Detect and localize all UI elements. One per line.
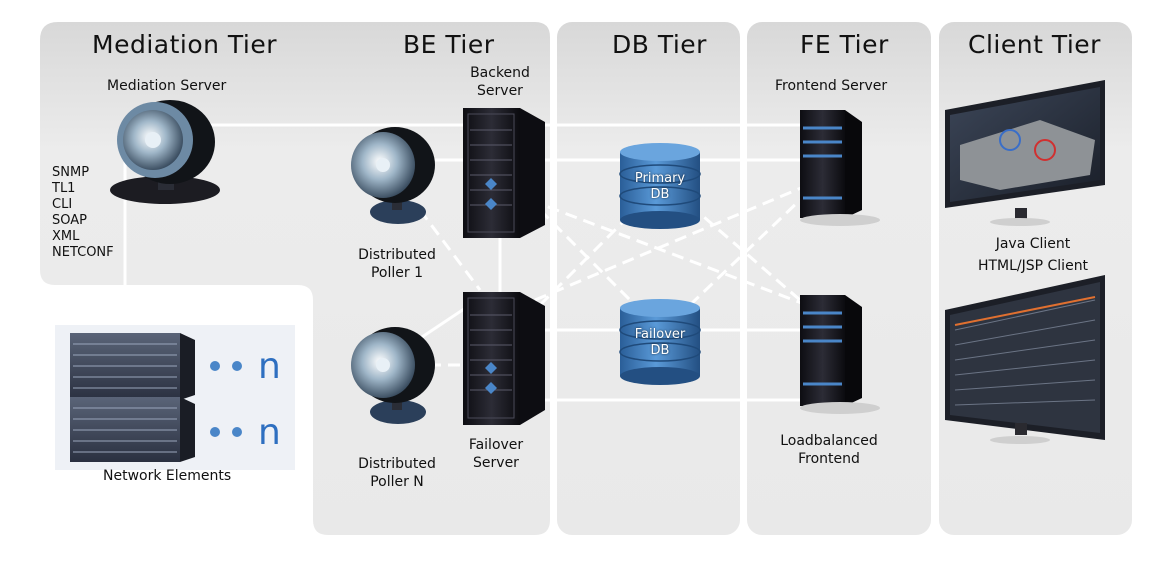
client-labels: Java Client HTML/JSP Client xyxy=(968,235,1098,275)
html-client-monitor-icon xyxy=(945,275,1105,444)
ne-count-1: n xyxy=(258,346,281,387)
protocol-list: SNMP TL1 CLI SOAP XML NETCONF xyxy=(52,165,114,261)
protocol-item: SOAP xyxy=(52,213,87,228)
network-element-rack-1-icon xyxy=(70,333,195,400)
mediation-tier-title: Mediation Tier xyxy=(92,30,278,59)
protocol-item: XML xyxy=(52,229,80,244)
failover-server-label: Failover Server xyxy=(468,437,524,471)
html-client-label: HTML/JSP Client xyxy=(977,258,1089,274)
protocol-item: TL1 xyxy=(52,181,76,196)
backend-server-icon xyxy=(463,108,545,238)
loadbalanced-frontend-label: Loadbalanced Frontend xyxy=(780,433,878,467)
poller-n-label: Distributed Poller N xyxy=(358,456,436,490)
mediation-server-icon xyxy=(110,100,220,204)
fe-tier-title: FE Tier xyxy=(800,30,889,59)
frontend-server-label: Frontend Server xyxy=(775,78,888,94)
protocol-item: NETCONF xyxy=(52,245,114,260)
network-element-rack-2-icon xyxy=(70,397,195,462)
failover-db-icon xyxy=(619,299,701,385)
java-client-monitor-icon xyxy=(945,80,1105,226)
failover-db-label: Failover DB xyxy=(634,327,686,358)
primary-db-icon xyxy=(619,143,701,229)
protocol-item: CLI xyxy=(52,197,73,212)
frontend-server-icon xyxy=(800,110,880,226)
mediation-server-label: Mediation Server xyxy=(107,78,227,94)
be-tier-title: BE Tier xyxy=(403,30,495,59)
network-elements-label: Network Elements xyxy=(103,468,232,484)
poller-n-icon xyxy=(351,327,435,424)
protocol-item: SNMP xyxy=(52,165,90,180)
poller-1-icon xyxy=(351,127,435,224)
db-tier-title: DB Tier xyxy=(612,30,707,59)
poller-1-label: Distributed Poller 1 xyxy=(358,247,436,281)
java-client-label: Java Client xyxy=(995,236,1071,252)
failover-server-icon xyxy=(463,292,545,425)
client-tier-title: Client Tier xyxy=(968,30,1101,59)
loadbalanced-frontend-icon xyxy=(800,295,880,414)
ne-count-2: n xyxy=(258,412,281,453)
ne-dots-icon xyxy=(210,361,242,437)
backend-server-label: Backend Server xyxy=(470,65,530,99)
primary-db-label: Primary DB xyxy=(634,171,686,202)
fe-tier-panel xyxy=(747,22,931,535)
db-tier-panel xyxy=(557,22,740,535)
